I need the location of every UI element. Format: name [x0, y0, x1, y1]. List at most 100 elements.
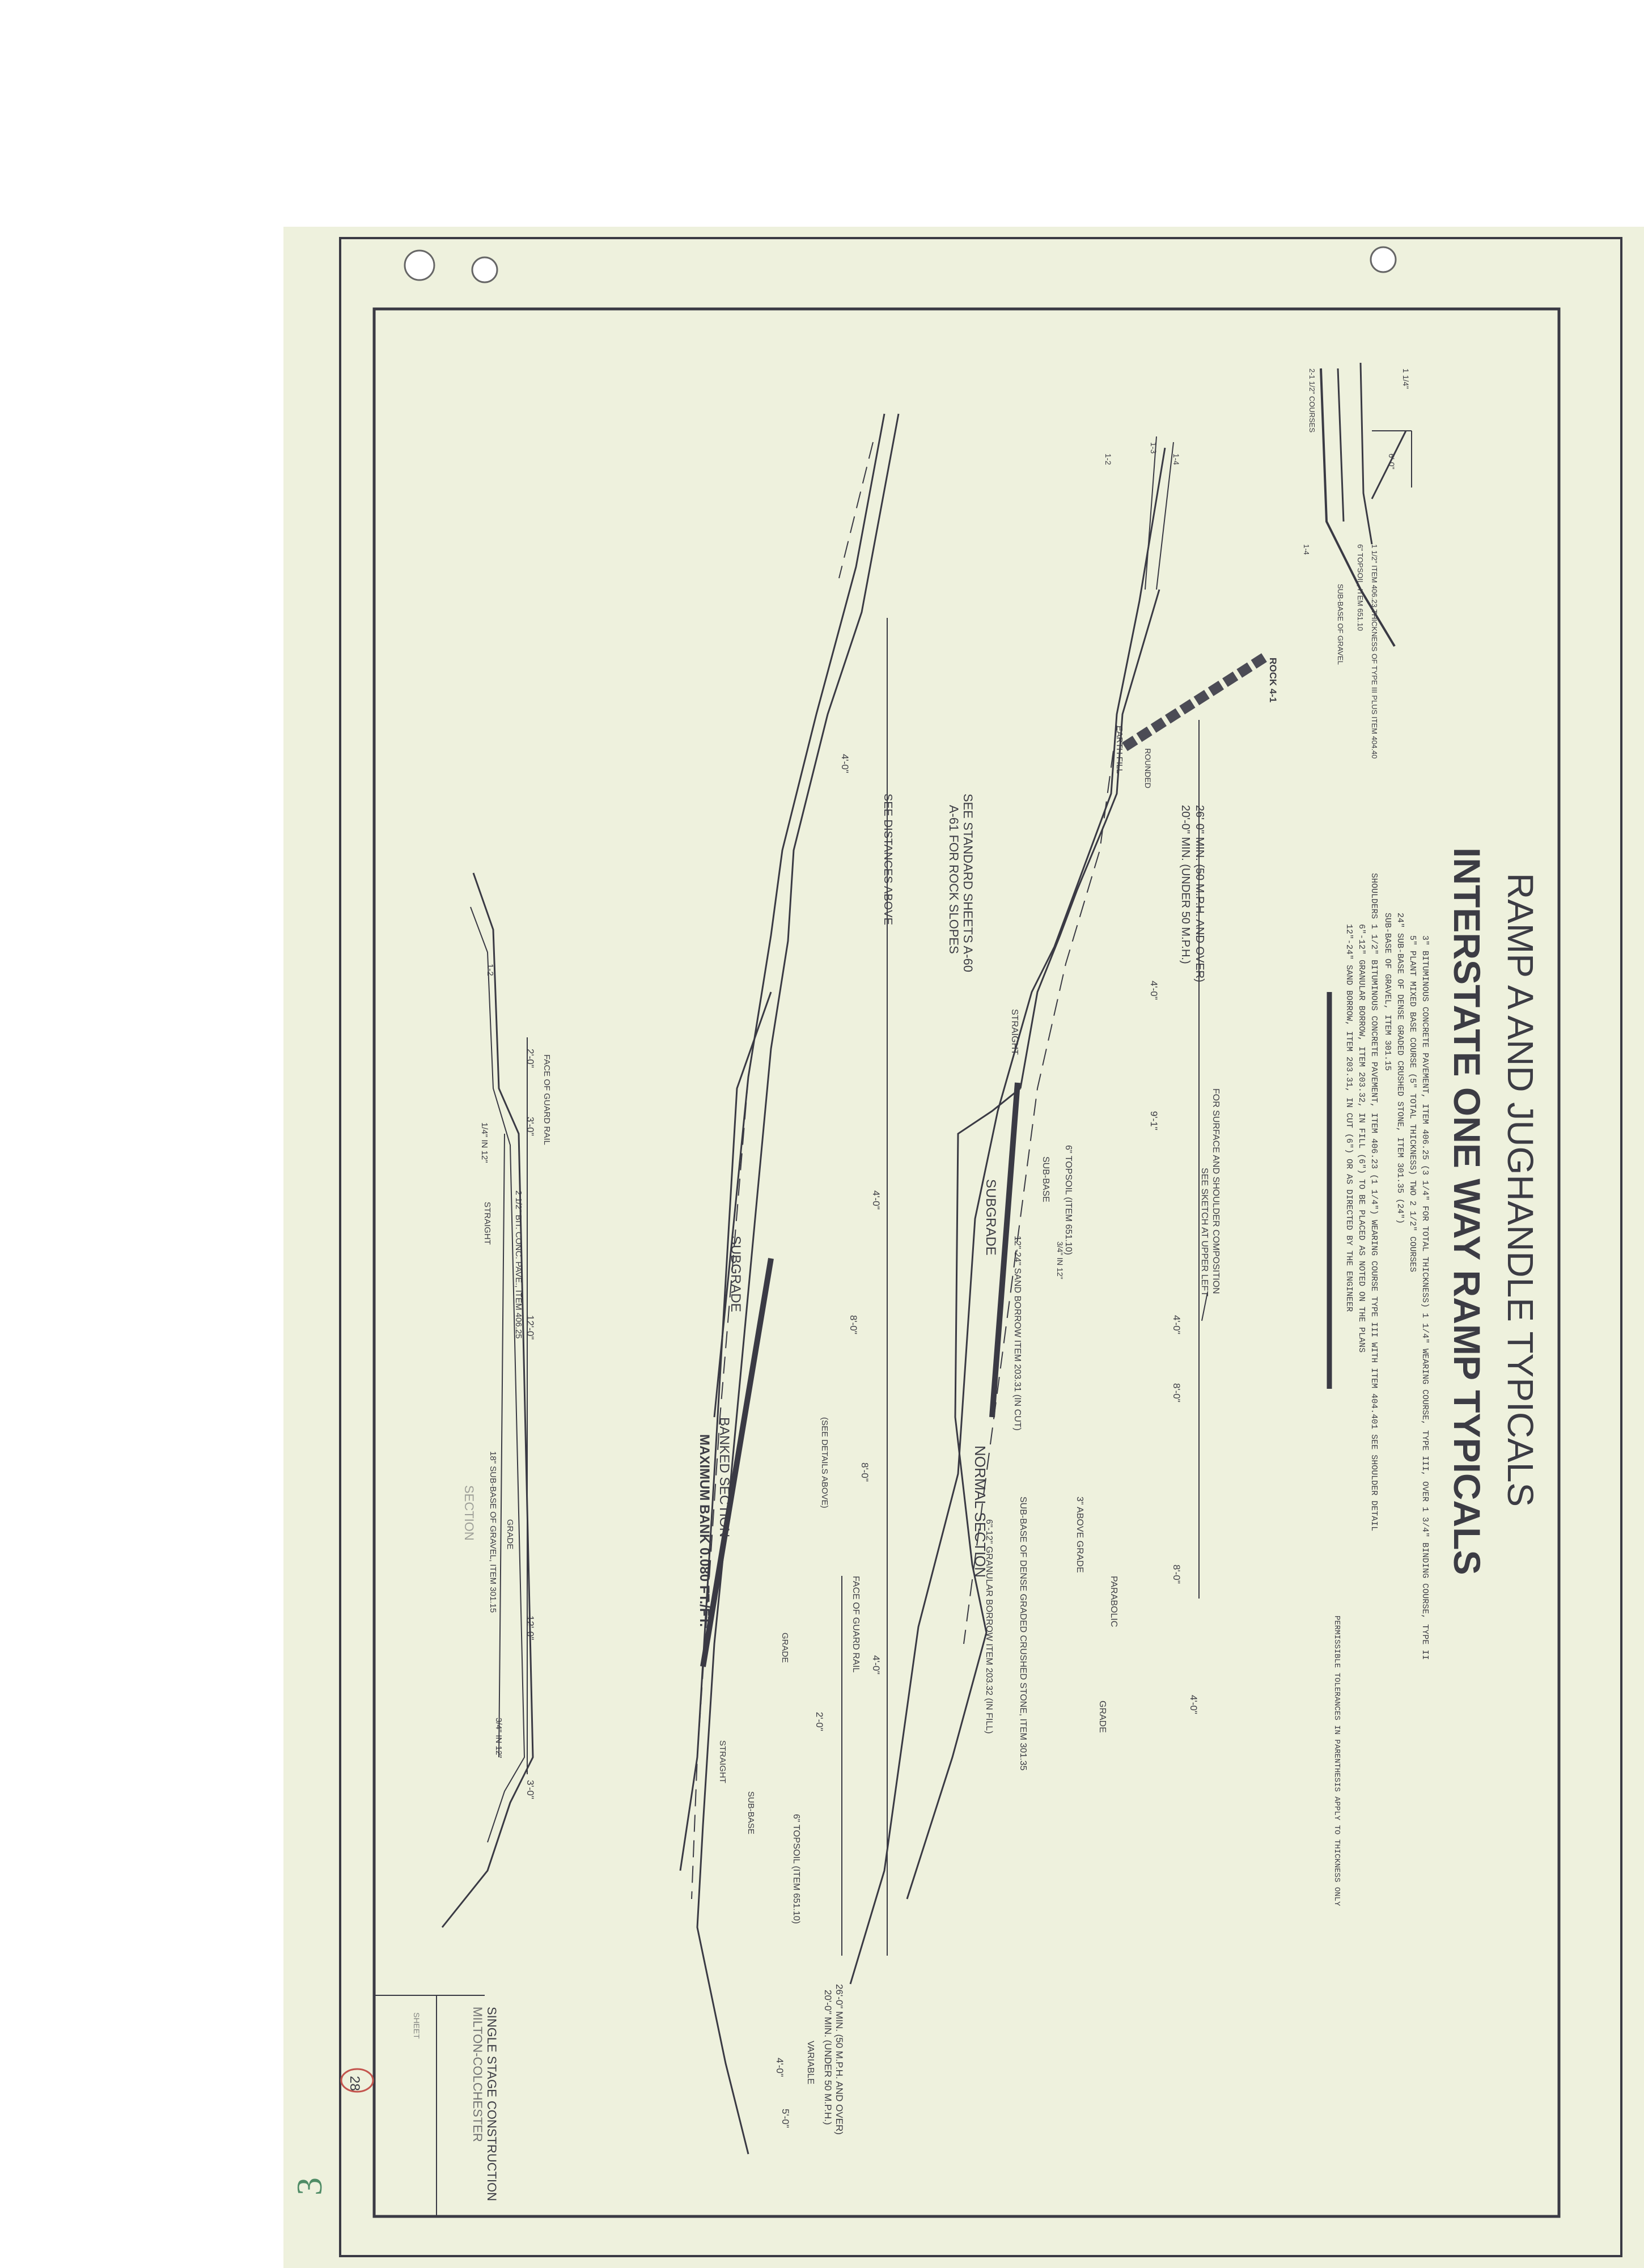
normal-grade: GRADE	[1098, 1701, 1107, 1733]
title-block-sheet-no: 28	[347, 2076, 362, 2091]
normal-topsoil: 6" TOPSOIL (ITEM 651.10)	[1063, 1145, 1073, 1255]
shoulder-note-0: 1 1/2" ITEM 406.23 THICKNESS OF TYPE III…	[1370, 544, 1379, 758]
banked-sub-base: SUB-BASE	[746, 1791, 756, 1834]
banked-see-distances: SEE DISTANCES ABOVE	[882, 794, 894, 925]
jug-face-guard: FACE OF GUARD RAIL	[542, 1054, 552, 1145]
note-0: 3" BITUMINOUS CONCRETE PAVEMENT, ITEM 40…	[1420, 935, 1430, 1660]
normal-rock: ROCK 4-1	[1268, 658, 1278, 702]
normal-dim-top-0: 4'-0"	[1149, 981, 1159, 1000]
normal-dim-top-3: 8'-0"	[1171, 1383, 1182, 1402]
banked-face-guard: FACE OF GUARD RAIL	[851, 1576, 861, 1673]
normal-surface-comp: FOR SURFACE AND SHOULDER COMPOSITION	[1211, 1088, 1221, 1294]
jug-slope-steep: 3/4" IN 12"	[494, 1718, 503, 1758]
jug-dim-1: 3'-0"	[525, 1117, 536, 1136]
note-3: SUB-BASE OF GRAVEL, ITEM 301.15	[1383, 913, 1392, 1071]
title-block: SINGLE STAGE CONSTRUCTION MILTON-COLCHES…	[340, 1995, 499, 2216]
normal-section-label: NORMAL SECTION	[972, 1445, 989, 1578]
banked-dim-right: 26'-0" MIN. (50 M.P.H. AND OVER)	[834, 1984, 845, 2135]
normal-slope-1: 1-3	[1149, 442, 1158, 453]
banked-variable: VARIABLE	[806, 2041, 815, 2084]
normal-above-grade: 3" ABOVE GRADE	[1075, 1497, 1084, 1573]
banked-dim-right-0: 4'-0"	[774, 2058, 785, 2077]
shoulder-dim-0: 1 1/4"	[1401, 368, 1410, 389]
banked-dim-2: 8'-0"	[848, 1315, 859, 1334]
jug-dim-3: 12'-0"	[525, 1616, 536, 1640]
jug-pave: 2 1/2" BIT. CONC. PAVE., ITEM 406.25	[514, 1190, 523, 1339]
banked-dim-0: 4'-0"	[840, 754, 850, 773]
jug-grade: GRADE	[505, 1519, 515, 1549]
shoulder-note-3: 1-4	[1302, 544, 1311, 555]
title-block-line-1: SINGLE STAGE CONSTRUCTION	[485, 2007, 499, 2201]
banked-pavement	[700, 1258, 774, 1667]
sheet-no-circle	[340, 2068, 374, 2093]
normal-subgrade: SUBGRADE	[983, 1179, 998, 1256]
jug-straight: STRAIGHT	[482, 1202, 492, 1245]
jug-dim-0: 2'-0"	[525, 1049, 536, 1068]
banked-dim-3: 8'-0"	[859, 1462, 870, 1482]
title-block-line-2: MILTON-COLCHESTER	[471, 2007, 485, 2142]
title-block-sheet-label: SHEET	[412, 2012, 421, 2039]
jug-slope-label: 1-2	[485, 964, 495, 976]
jug-slope: 1/4" IN 12"	[480, 1122, 489, 1163]
drawing-sheet: 1 1/4" 6'-0" 1 1/2" ITEM 406.23 THICKNES…	[283, 227, 1644, 2268]
note-4: SHOULDERS 1 1/2" BITUMINOUS CONCRETE PAV…	[1369, 873, 1379, 1531]
note-2: 24" SUB-BASE OF DENSE GRADED CRUSHED STO…	[1395, 913, 1405, 1224]
banked-section-label: BANKED SECTION	[717, 1417, 732, 1537]
note-1: 5" PLANT MIXED BASE COURSE (5" TOTAL THI…	[1408, 935, 1417, 1272]
banked-see-standard: SEE STANDARD SHEETS A-60	[961, 794, 975, 972]
normal-slope-3-4: 3/4" IN 12"	[1056, 1241, 1065, 1279]
banked-subgrade: SUBGRADE	[728, 1236, 743, 1312]
normal-rounded: ROUNDED	[1143, 748, 1153, 788]
banked-see-detail: (SEE DETAILS ABOVE)	[820, 1417, 829, 1508]
title-line-2: INTERSTATE ONE WAY RAMP TYPICALS	[1446, 847, 1488, 1575]
normal-sand-borrow: 12"-24" SAND BORROW ITEM 203.31 (IN CUT)	[1012, 1236, 1022, 1431]
banked-section: SEE DISTANCES ABOVE SEE STANDARD SHEETS …	[679, 413, 975, 2155]
jug-section-label: SECTION	[462, 1485, 476, 1541]
jug-dim-2: 12'-0"	[525, 1315, 536, 1339]
outer-border	[339, 237, 1622, 2257]
tolerance-note: PERMISSIBLE TOLERANCES IN PARENTHESIS AP…	[1332, 1616, 1341, 1906]
normal-granular-borrow: 6"-12" GRANULAR BORROW ITEM 203.32 (IN F…	[984, 1519, 994, 1734]
banked-see-standard-2: A-61 FOR ROCK SLOPES	[947, 805, 961, 954]
normal-dim-top-5: 4'-0"	[1188, 1695, 1199, 1714]
banked-straight: STRAIGHT	[718, 1740, 727, 1783]
jug-dim-4: 3'-0"	[525, 1780, 536, 1799]
shoulder-note-4: 2-1 1/2" COURSES	[1308, 368, 1316, 433]
inner-border	[372, 307, 1561, 2218]
shoulder-note-1: 6" TOPSOIL, ITEM 651.10	[1356, 544, 1365, 631]
normal-parabolic: PARABOLIC	[1109, 1576, 1118, 1627]
normal-pavement	[989, 1082, 1020, 1418]
banked-max-bank: MAXIMUM BANK 0.080 FT./FT.	[697, 1434, 712, 1627]
banked-grade: GRADE	[780, 1633, 790, 1663]
normal-dim-top-4: 8'-0"	[1171, 1565, 1182, 1584]
normal-slope-2: 1-2	[1104, 453, 1113, 465]
banked-topsoil: 6" TOPSOIL (ITEM 651.10)	[791, 1814, 801, 1924]
normal-see-sketch: SEE SKETCH AT UPPER LEFT	[1200, 1168, 1209, 1296]
jug-sub-base: 18" SUB-BASE OF GRAVEL, ITEM 301.15	[488, 1451, 498, 1613]
jughandle-section: 2'-0" 3'-0" 12'-0" 12'-0" 3'-0" FACE OF …	[441, 872, 552, 1928]
normal-dim-top-2: 4'-0"	[1171, 1315, 1182, 1334]
banked-dim-right-1: 5'-0"	[780, 2109, 791, 2128]
normal-section: ROCK 4-1 EARTH FILL ROUNDED 1-4 1-3 1-2 …	[849, 436, 1278, 1985]
normal-slope-0: 1-4	[1172, 453, 1181, 465]
banked-dim-right-2: 20'-0" MIN. (UNDER 50 M.P.H.)	[823, 1990, 833, 2125]
shoulder-note-2: SUB-BASE OF GRAVEL	[1336, 584, 1345, 665]
normal-earth-fill: EARTH FILL	[1115, 726, 1124, 774]
drawing-svg: 1 1/4" 6'-0" 1 1/2" ITEM 406.23 THICKNES…	[339, 237, 1622, 2257]
shoulder-dim-1: 6'-0"	[1387, 453, 1396, 469]
note-5: 6"-12" GRANULAR BORROW, ITEM 203.32, IN …	[1357, 924, 1366, 1353]
title-group: RAMP A AND JUGHANDLE TYPICALS INTERSTATE…	[1327, 847, 1541, 1906]
normal-sub-base-dense: SUB-BASE OF DENSE GRADED CRUSHED STONE, …	[1018, 1497, 1028, 1770]
shoulder-detail-sketch: 1 1/4" 6'-0" 1 1/2" ITEM 406.23 THICKNES…	[1302, 362, 1412, 758]
banked-dim-1: 4'-0"	[871, 1190, 882, 1210]
banked-dim-5: 2'-0"	[814, 1712, 825, 1731]
page-number: 3	[289, 2177, 329, 2195]
banked-dim-4: 4'-0"	[871, 1655, 882, 1674]
normal-dim-top-1: 9'-1"	[1149, 1111, 1159, 1130]
normal-sub-base: SUB-BASE	[1041, 1156, 1050, 1202]
title-line-1: RAMP A AND JUGHANDLE TYPICALS	[1500, 873, 1541, 1507]
normal-straight: STRAIGHT	[1010, 1009, 1019, 1055]
punch-hole-2	[471, 256, 498, 283]
note-6: 12"-24" SAND BORROW, ITEM 203.31, IN CUT…	[1344, 924, 1354, 1312]
punch-hole-1	[404, 249, 435, 281]
